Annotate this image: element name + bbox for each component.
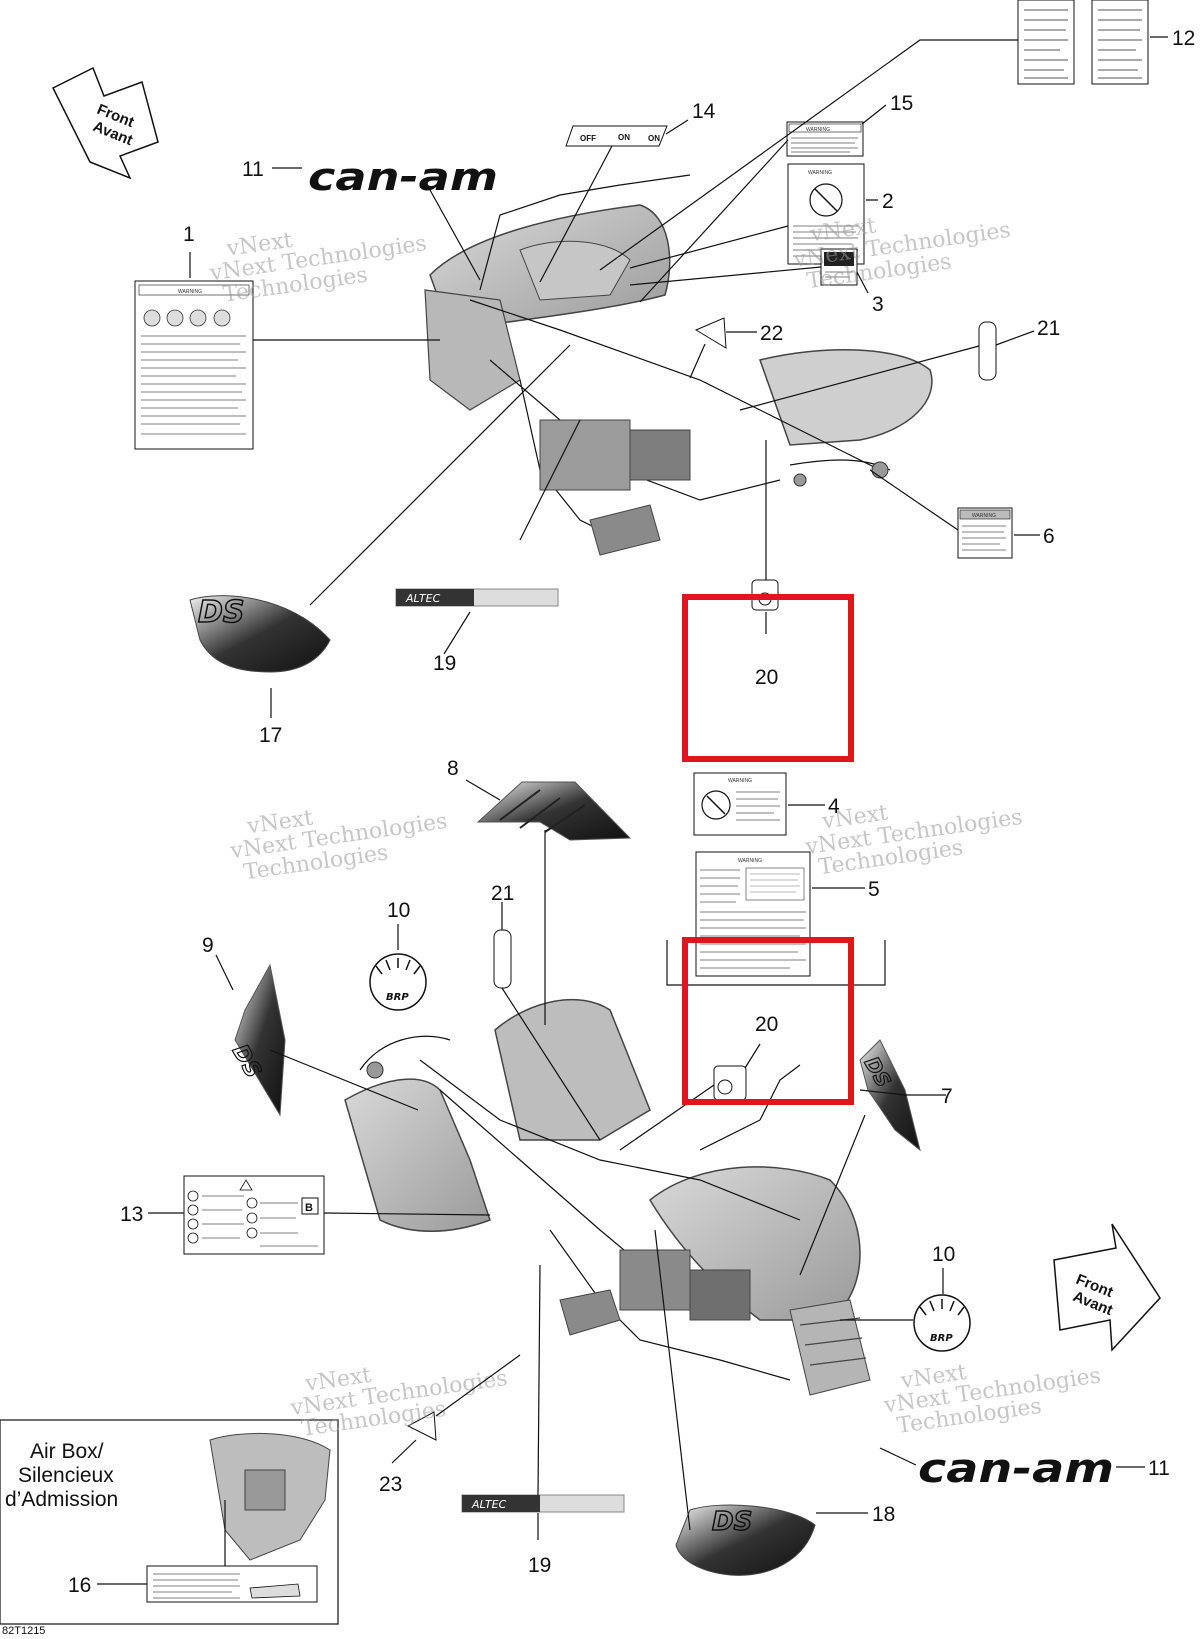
decal-4-warning-label: WARNING	[693, 772, 787, 836]
decal-10-brp-badge-right: BRP	[913, 1294, 971, 1352]
decal-13-b-mark: B	[305, 1202, 313, 1214]
decal-21-narrow-label-top	[978, 321, 997, 381]
decal-20-tag-bottom-hole	[717, 1079, 733, 1095]
atv-top-view	[424, 174, 933, 556]
decal-21-narrow-label-bottom	[493, 929, 512, 989]
callout-8: 8	[447, 757, 459, 780]
decal-17-model-badge: DS	[189, 594, 331, 673]
decal-19-altec-strip-bottom: ALTEC	[461, 1494, 625, 1513]
callout-11-bottom: 11	[1148, 1457, 1170, 1480]
atv-bottom-view	[344, 998, 871, 1396]
decal-10-brp-badge-left: BRP	[369, 953, 427, 1011]
switch-off-text: OFF	[580, 134, 596, 143]
decal-5-label-sheet: WARNING	[695, 851, 811, 977]
callout-12: 12	[1172, 27, 1195, 50]
warning-5-title: WARNING	[738, 858, 762, 864]
airbox-inset: Air Box/ Silencieux d’Admission	[0, 1419, 339, 1625]
decal-5-bracket	[666, 940, 886, 986]
callout-22: 22	[760, 322, 783, 345]
warning-2-title: WARNING	[808, 170, 832, 176]
decal-12-label-sheets	[1017, 0, 1149, 85]
callout-1: 1	[183, 223, 195, 246]
callout-15: 15	[890, 92, 913, 115]
warning-6-title: WARNING	[972, 513, 996, 519]
highlight-box-part-20-top	[682, 594, 854, 762]
brand-logo-top: can-am	[308, 155, 498, 199]
callout-9: 9	[202, 934, 214, 957]
callout-numbers: 1 2 3 4 5 6 7 8 9 10 10 11 11 12 13 14 1…	[68, 27, 1195, 1597]
brand-logo-bottom: can-am	[918, 1446, 1114, 1492]
callout-10-bottom: 10	[932, 1243, 955, 1266]
callout-20-bottom: 20	[755, 1013, 778, 1036]
ds-badge-top: DS	[198, 595, 245, 630]
altec-text-top: ALTEC	[405, 592, 441, 605]
airbox-label-line3: d’Admission	[5, 1488, 118, 1511]
callout-7: 7	[941, 1085, 953, 1108]
decal-11-brand-logo-top: can-am	[308, 155, 498, 199]
front-direction-arrow-top: Front Avant	[51, 66, 159, 180]
decal-14-switch-label: OFF ON ON	[565, 125, 668, 147]
callout-21-top: 21	[1037, 317, 1060, 340]
altec-text-bottom: ALTEC	[471, 1498, 507, 1511]
callout-10-top: 10	[387, 899, 410, 922]
brp-text-right: BRP	[930, 1333, 953, 1344]
decal-23-triangle	[406, 1411, 437, 1441]
front-direction-arrow-bottom: Front Avant	[1053, 1223, 1161, 1352]
decal-22-triangle	[694, 317, 727, 349]
decal-18-model-badge: DS	[675, 1504, 816, 1576]
brp-text-left: BRP	[386, 992, 409, 1003]
callout-20-top: 20	[755, 666, 778, 689]
airbox-label-line2: Silencieux	[18, 1464, 114, 1487]
callout-6: 6	[1043, 525, 1055, 548]
decal-8-side-graphic	[476, 781, 632, 841]
warning-4-title: WARNING	[728, 778, 752, 784]
warning-15-title: WARNING	[806, 127, 830, 133]
decal-13-label: B	[183, 1175, 325, 1255]
decal-1-warning-label: WARNING	[134, 280, 254, 450]
switch-symbol: ON	[618, 133, 630, 142]
callout-19-top: 19	[433, 652, 456, 675]
callout-5: 5	[868, 878, 880, 901]
switch-symbol-2: ON	[648, 134, 660, 143]
decal-11-brand-logo-bottom: can-am	[918, 1446, 1114, 1492]
callout-18: 18	[872, 1503, 895, 1526]
decal-19-altec-strip-top: ALTEC	[395, 588, 559, 607]
callout-21-bottom: 21	[491, 882, 514, 905]
callout-2: 2	[882, 190, 894, 213]
callout-4: 4	[828, 795, 840, 818]
callout-16: 16	[68, 1574, 91, 1597]
decal-15-warning-label: WARNING	[786, 121, 864, 157]
airbox-label-line1: Air Box/	[30, 1440, 104, 1463]
callout-11-top: 11	[242, 158, 264, 181]
decal-6-warning-label: WARNING	[957, 507, 1013, 559]
callout-19-bottom: 19	[528, 1554, 551, 1577]
decal-9-side-graphic: DS	[226, 963, 286, 1117]
callout-13: 13	[120, 1203, 143, 1226]
callout-3: 3	[872, 293, 884, 316]
highlight-box-part-20-bottom	[682, 937, 854, 1105]
warning-1-title: WARNING	[178, 289, 202, 295]
callout-23: 23	[379, 1473, 402, 1496]
decal-2-warning-label: WARNING	[787, 163, 865, 265]
callout-17: 17	[259, 724, 282, 747]
drawing-code: 82T1215	[2, 1625, 45, 1637]
callout-14: 14	[692, 100, 716, 123]
watermarks: vNext vNext Technologies Technologies vN…	[207, 213, 1102, 1441]
decal-3-label	[820, 248, 858, 286]
leader-lines	[97, 36, 1168, 1585]
ds-badge-bottom: DS	[712, 1507, 752, 1537]
